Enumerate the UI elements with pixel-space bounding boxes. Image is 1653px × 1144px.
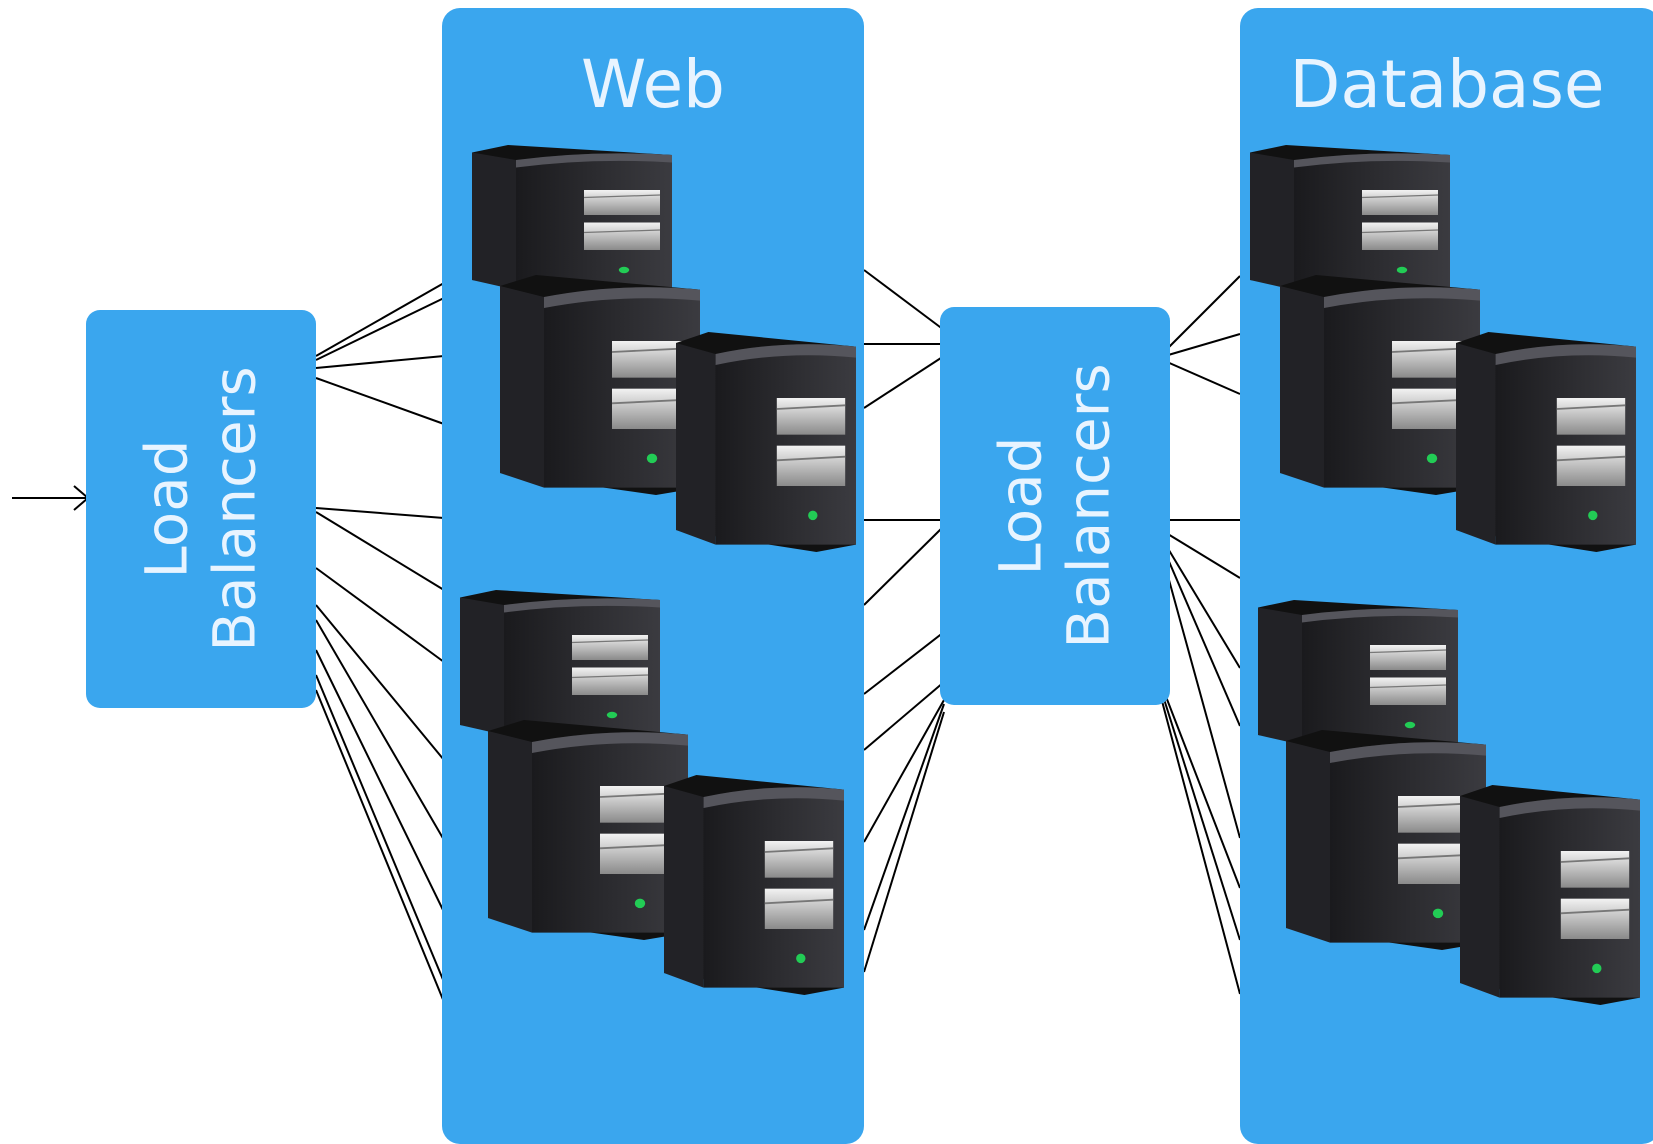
server-tower-icon: [1258, 600, 1458, 750]
server-tower-icon: [1286, 730, 1486, 950]
arrow-right-icon: [12, 485, 90, 511]
server-tower-icon: [1460, 785, 1640, 1005]
back-lb-label-line2: Balancers: [1055, 363, 1123, 649]
server-tower-icon: [500, 275, 700, 495]
web-to-back-lb-lines: [863, 269, 945, 973]
front-lb-label-line2: Balancers: [201, 366, 269, 652]
front-load-balancer: Load Balancers: [86, 310, 316, 708]
front-lb-label-line1: Load: [132, 439, 201, 579]
server-tower-icon: [1250, 145, 1450, 295]
server-tower-icon: [472, 145, 672, 295]
database-tier-title: Database: [1289, 46, 1605, 123]
server-tower-icon: [460, 590, 660, 740]
server-tower-icon: [488, 720, 688, 940]
server-tower-icon: [664, 775, 844, 995]
server-tower-icon: [1280, 275, 1480, 495]
back-lb-to-db-lines: [1157, 275, 1241, 995]
front-lb-to-web-lines: [315, 282, 445, 1003]
server-tower-icon: [1456, 332, 1636, 552]
back-load-balancer-label: Load Balancers: [987, 363, 1124, 648]
server-tower-icon: [676, 332, 856, 552]
web-tier-title: Web: [581, 46, 725, 123]
front-load-balancer-label: Load Balancers: [133, 366, 270, 651]
back-load-balancer: Load Balancers: [940, 307, 1170, 705]
back-lb-label-line1: Load: [986, 436, 1055, 576]
